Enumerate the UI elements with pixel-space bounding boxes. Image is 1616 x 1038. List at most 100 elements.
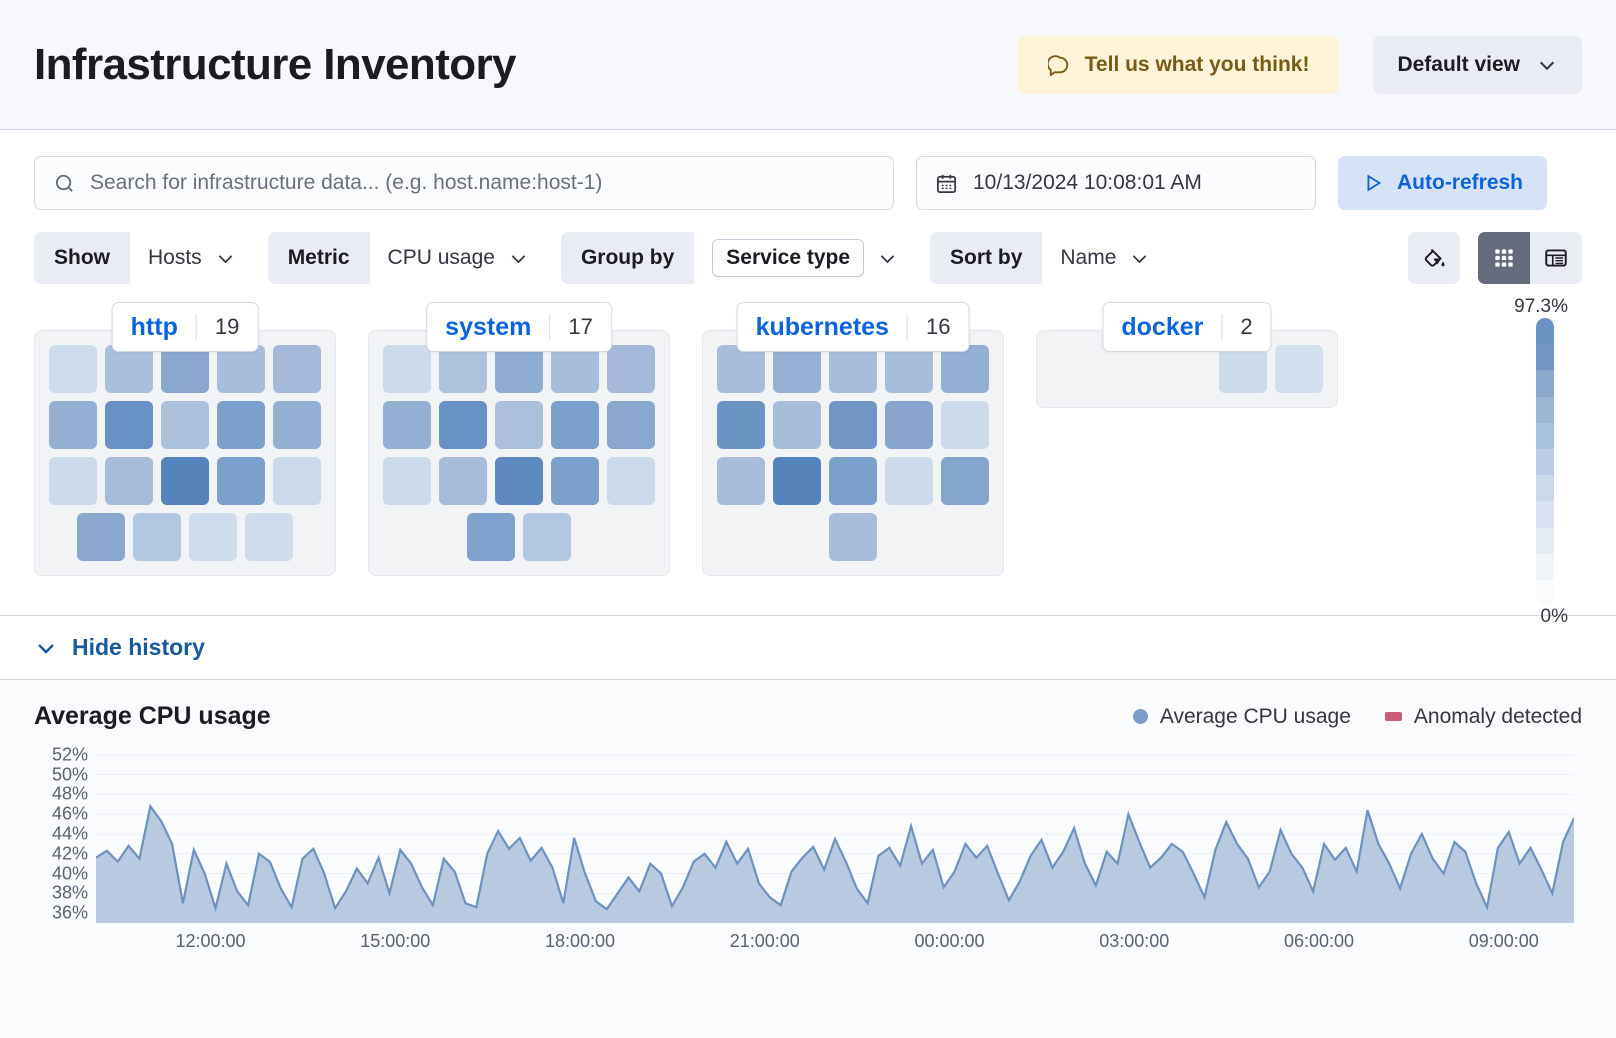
host-tile[interactable] xyxy=(607,457,655,505)
host-tile[interactable] xyxy=(161,457,209,505)
host-tile[interactable] xyxy=(829,513,877,561)
view-selector-label: Default view xyxy=(1397,52,1520,76)
history-toggle[interactable]: Hide history xyxy=(0,616,1616,680)
host-tile[interactable] xyxy=(105,401,153,449)
chart-svg-container[interactable] xyxy=(96,745,1574,923)
host-tile[interactable] xyxy=(551,345,599,393)
filter-value-control[interactable]: Hosts xyxy=(130,232,254,284)
area-chart xyxy=(96,754,1574,923)
host-tile[interactable] xyxy=(439,345,487,393)
view-selector-button[interactable]: Default view xyxy=(1373,35,1582,94)
host-tile[interactable] xyxy=(829,345,877,393)
host-tile[interactable] xyxy=(885,345,933,393)
host-tile[interactable] xyxy=(773,345,821,393)
host-tile[interactable] xyxy=(245,513,293,561)
date-picker[interactable]: 10/13/2024 10:08:01 AM xyxy=(916,156,1316,210)
filter-value-control[interactable]: CPU usage xyxy=(370,232,547,284)
host-tile[interactable] xyxy=(551,401,599,449)
palette-button[interactable] xyxy=(1408,232,1460,284)
host-tile[interactable] xyxy=(133,513,181,561)
host-tile[interactable] xyxy=(439,457,487,505)
host-tile[interactable] xyxy=(105,345,153,393)
host-tile[interactable] xyxy=(495,457,543,505)
table-view-toggle[interactable] xyxy=(1530,232,1582,284)
search-row: 10/13/2024 10:08:01 AM Auto-refresh xyxy=(34,156,1582,210)
legend-swatch xyxy=(1536,501,1554,528)
app-header: Infrastructure Inventory Tell us what yo… xyxy=(0,0,1616,130)
x-tick-label: 06:00:00 xyxy=(1283,931,1355,951)
filter-value-control[interactable]: Service type xyxy=(694,232,916,284)
host-tile[interactable] xyxy=(383,345,431,393)
host-tile[interactable] xyxy=(495,401,543,449)
host-tile[interactable] xyxy=(161,345,209,393)
host-tile[interactable] xyxy=(161,401,209,449)
host-tile[interactable] xyxy=(49,345,97,393)
legend-item-anomaly[interactable]: Anomaly detected xyxy=(1384,705,1582,729)
y-tick-label: 48% xyxy=(51,783,88,804)
chevron-down-icon xyxy=(218,254,232,263)
host-tile[interactable] xyxy=(607,345,655,393)
host-tile[interactable] xyxy=(273,457,321,505)
host-tile[interactable] xyxy=(773,401,821,449)
legend-item-series[interactable]: Average CPU usage xyxy=(1132,705,1351,729)
group-name: http xyxy=(130,312,178,341)
host-tile[interactable] xyxy=(941,345,989,393)
y-tick-label: 46% xyxy=(51,803,88,824)
search-input[interactable] xyxy=(90,171,875,195)
host-tile[interactable] xyxy=(49,401,97,449)
host-tile[interactable] xyxy=(217,401,265,449)
x-tick-label: 09:00:00 xyxy=(1468,931,1539,951)
host-tile[interactable] xyxy=(77,513,125,561)
y-axis: 52%50%48%46%44%42%40%38%36% xyxy=(34,744,88,923)
host-tile[interactable] xyxy=(105,457,153,505)
history-toggle-label: Hide history xyxy=(72,634,205,660)
host-tile[interactable] xyxy=(523,513,571,561)
host-tile[interactable] xyxy=(885,457,933,505)
host-tile[interactable] xyxy=(189,513,237,561)
host-tile[interactable] xyxy=(217,457,265,505)
host-tile[interactable] xyxy=(273,401,321,449)
host-tile[interactable] xyxy=(383,401,431,449)
grid-view-icon xyxy=(1495,249,1513,267)
header-actions: Tell us what you think! Default view xyxy=(1017,35,1582,94)
host-tile[interactable] xyxy=(941,401,989,449)
host-tile[interactable] xyxy=(1219,345,1267,393)
host-tile[interactable] xyxy=(829,457,877,505)
host-tile[interactable] xyxy=(717,401,765,449)
filter-value-text: Name xyxy=(1060,246,1117,269)
host-tile[interactable] xyxy=(273,345,321,393)
filter-label: Sort by xyxy=(930,232,1043,284)
host-tile[interactable] xyxy=(717,345,765,393)
filter-value-control[interactable]: Name xyxy=(1042,232,1168,284)
auto-refresh-button[interactable]: Auto-refresh xyxy=(1338,156,1548,210)
host-tile[interactable] xyxy=(885,401,933,449)
chevron-down-icon xyxy=(1539,61,1555,70)
host-tile[interactable] xyxy=(941,457,989,505)
host-tile[interactable] xyxy=(773,457,821,505)
series-line xyxy=(96,806,1574,909)
host-tile[interactable] xyxy=(467,513,515,561)
host-tile[interactable] xyxy=(495,345,543,393)
host-tile[interactable] xyxy=(551,457,599,505)
host-tile[interactable] xyxy=(383,457,431,505)
host-tile[interactable] xyxy=(439,401,487,449)
map-view-toggle[interactable] xyxy=(1478,232,1530,284)
host-tile[interactable] xyxy=(217,345,265,393)
host-tile[interactable] xyxy=(1275,345,1323,393)
host-tile[interactable] xyxy=(829,401,877,449)
feedback-button[interactable]: Tell us what you think! xyxy=(1017,35,1340,94)
host-tile[interactable] xyxy=(717,457,765,505)
search-box[interactable] xyxy=(34,156,894,210)
host-tile[interactable] xyxy=(607,401,655,449)
group-count: 17 xyxy=(549,314,610,340)
host-tile[interactable] xyxy=(49,457,97,505)
